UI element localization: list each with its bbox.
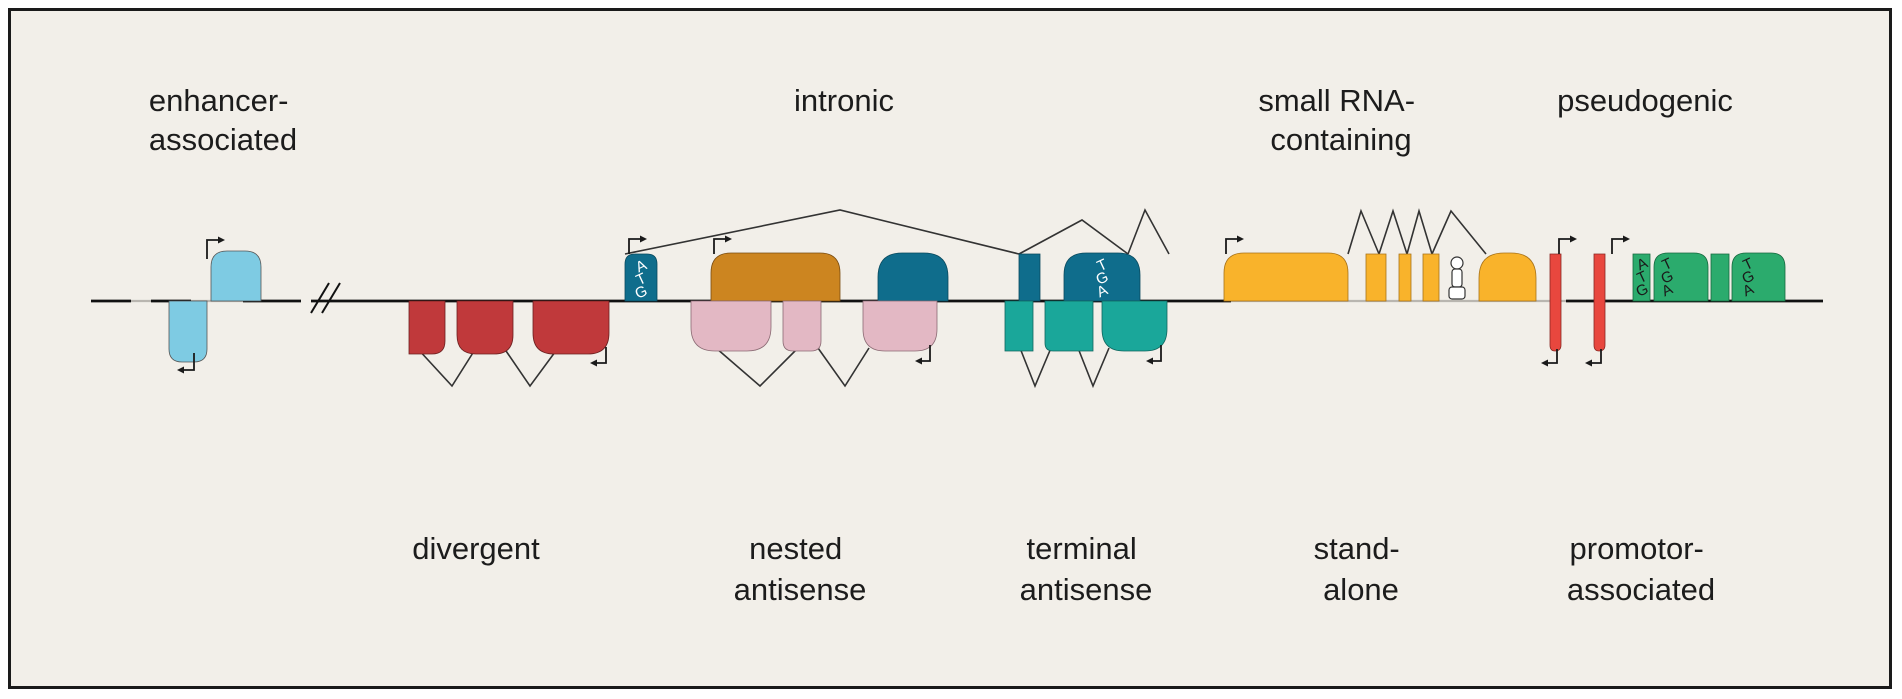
enhancer-associated-group: [168, 236, 262, 374]
tss-arrow-nested: [921, 345, 931, 362]
label-intronic: intronic: [794, 83, 894, 118]
exon-intronic-teal-3: [1018, 253, 1041, 302]
exon-standalone-5: [1478, 252, 1537, 302]
exon-nested-3: [862, 300, 938, 352]
exon-intronic-start: [624, 253, 658, 302]
tss-arrowhead-intronic-orange: [725, 235, 732, 243]
stand-alone-group: [1223, 235, 1537, 302]
promotor-associated-group: [1541, 235, 1606, 367]
tss-arrow-enhancer-sense: [206, 239, 219, 259]
label-stand-alone: stand- alone: [1314, 531, 1409, 607]
connector-standalone-1: [1347, 208, 1380, 255]
tss-arrowhead-promotor-antisense-1: [1541, 359, 1548, 367]
exon-pseudogene-2: [1653, 252, 1709, 302]
label-nested-antisense: nested antisense: [734, 531, 867, 607]
nested-antisense-group: [690, 300, 938, 365]
tss-arrow-intronic-orange: [713, 238, 726, 254]
small-rna-hairpin: [1448, 256, 1466, 300]
axis-break-marker: [310, 282, 341, 314]
exon-intronic-orange: [710, 252, 841, 302]
pseudogenic-group: A T G T G A T G A: [1611, 235, 1786, 302]
exon-divergent-3: [532, 300, 610, 355]
tss-arrow-promotor-antisense-1: [1547, 349, 1558, 364]
exon-intronic-stop: [1063, 252, 1141, 302]
exon-terminal-1: [1004, 300, 1034, 352]
tss-arrow-intronic-host: [628, 238, 641, 254]
label-small-rna-containing: small RNA- containing: [1258, 83, 1423, 157]
connector-intronic-3: [1127, 208, 1170, 255]
exon-nested-2: [782, 300, 822, 352]
exon-pseudogene-4: [1731, 252, 1786, 302]
exon-divergent-2: [456, 300, 514, 355]
tss-arrowhead-enhancer-sense: [218, 236, 225, 244]
tss-arrow-promotor-antisense-2: [1591, 349, 1602, 364]
terminal-antisense-group: [1004, 300, 1168, 365]
connector-nested-1: [715, 347, 799, 388]
diagram-frame: enhancer- associated intronic small RNA-…: [8, 8, 1892, 689]
exon-terminal-3: [1101, 300, 1168, 352]
tss-arrowhead-pseudogene: [1623, 235, 1630, 243]
exon-promotor-2: [1593, 253, 1606, 352]
connector-nested-2: [817, 347, 870, 388]
connector-divergent-2: [503, 347, 559, 388]
exon-terminal-2: [1044, 300, 1094, 352]
label-promotor-associated: promotor- associated: [1567, 531, 1715, 607]
connector-intronic-2: [1018, 219, 1129, 255]
connector-intronic-1: [624, 209, 1020, 255]
tss-arrow-divergent: [596, 347, 607, 364]
exon-divergent-1: [408, 300, 446, 355]
exon-promotor-1: [1549, 253, 1562, 352]
tss-arrowhead-enhancer-antisense: [177, 366, 184, 374]
tss-arrow-pseudogene: [1611, 238, 1624, 254]
tss-arrow-standalone: [1225, 238, 1238, 254]
divergent-group: [408, 300, 610, 367]
tss-arrowhead-standalone: [1237, 235, 1244, 243]
exon-standalone-1: [1223, 252, 1349, 302]
tss-arrow-terminal: [1152, 345, 1162, 362]
connector-terminal-2: [1077, 347, 1110, 389]
connector-standalone-2: [1378, 208, 1408, 255]
exon-enhancer-antisense: [168, 300, 208, 363]
exon-nested-1: [690, 300, 772, 352]
label-pseudogenic: pseudogenic: [1557, 83, 1733, 118]
tss-arrowhead-nested: [915, 357, 922, 365]
exon-standalone-4: [1422, 253, 1440, 302]
exon-standalone-3: [1398, 253, 1412, 302]
intronic-group: A T G T G A: [624, 235, 1141, 303]
connector-standalone-3: [1406, 208, 1433, 255]
tss-arrowhead-divergent: [590, 359, 597, 367]
connector-divergent-1: [416, 347, 477, 388]
exon-pseudogene-3: [1710, 253, 1730, 302]
intron-connectors: [416, 208, 1487, 389]
exon-pseudogene-1: [1632, 253, 1651, 302]
tss-arrowhead-promotor-antisense-2: [1585, 359, 1592, 367]
connector-standalone-4: [1431, 209, 1487, 255]
lncrna-classes-diagram: enhancer- associated intronic small RNA-…: [91, 83, 1823, 607]
label-divergent: divergent: [412, 531, 540, 566]
connector-terminal-1: [1019, 347, 1052, 389]
label-enhancer-associated: enhancer- associated: [149, 83, 297, 157]
tss-arrow-promotor-sense: [1558, 238, 1571, 254]
tss-arrow-enhancer-antisense: [183, 353, 195, 371]
label-terminal-antisense: terminal antisense: [1020, 531, 1153, 607]
exon-standalone-2: [1365, 253, 1387, 302]
tss-arrowhead-intronic-host: [640, 235, 647, 243]
tss-arrowhead-terminal: [1146, 357, 1153, 365]
exon-enhancer-sense: [210, 250, 262, 302]
tss-arrowhead-promotor-sense: [1570, 235, 1577, 243]
exon-intronic-teal-2: [877, 252, 949, 302]
